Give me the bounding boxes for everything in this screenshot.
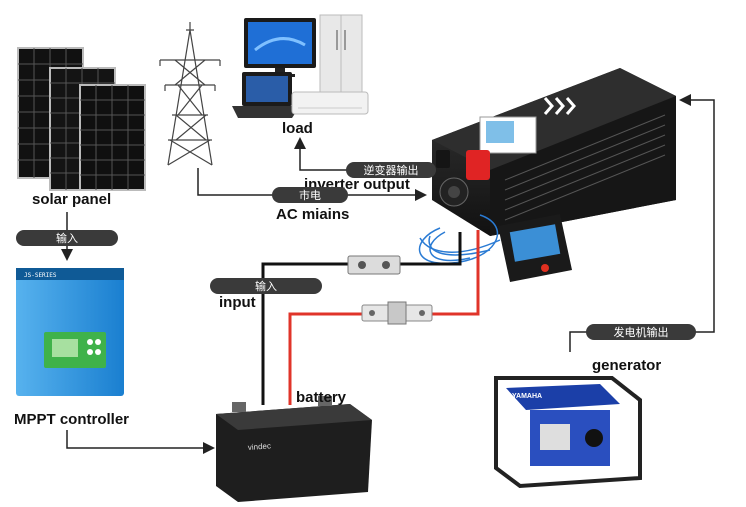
solar-panel-label: solar panel bbox=[32, 191, 111, 208]
fuse-icon bbox=[361, 301, 433, 325]
generator-to-inverter-arrow bbox=[569, 94, 715, 352]
controller-model-text: JS-SERIES bbox=[24, 272, 57, 279]
controller-to-battery-arrow bbox=[66, 430, 215, 454]
svg-text:市电: 市电 bbox=[299, 188, 321, 202]
generator-label: generator bbox=[592, 357, 661, 374]
svg-text:输入: 输入 bbox=[56, 231, 78, 245]
solar-input-pill: 输入 bbox=[16, 230, 118, 246]
load-devices-icon bbox=[232, 14, 369, 118]
mppt-controller-icon: JS-SERIES bbox=[16, 268, 124, 396]
load-label: load bbox=[282, 120, 313, 137]
svg-text:逆变器输出: 逆变器输出 bbox=[364, 163, 419, 177]
battery-label: battery bbox=[296, 389, 347, 406]
generator-icon: YAMAHA bbox=[494, 376, 642, 489]
shunt-icon bbox=[347, 255, 401, 275]
inverter-icon bbox=[432, 68, 676, 236]
remote-display-icon bbox=[498, 214, 572, 282]
generator-output-pill: 发电机输出 bbox=[586, 324, 696, 340]
battery-brand-text: vindec bbox=[248, 441, 272, 452]
mains-to-inverter-arrow bbox=[197, 168, 427, 201]
battery-icon: vindec bbox=[216, 396, 372, 502]
svg-text:发电机输出: 发电机输出 bbox=[614, 325, 669, 339]
generator-brand-text: YAMAHA bbox=[512, 393, 542, 400]
mppt-controller-label: MPPT controller bbox=[14, 411, 129, 428]
positive-wire bbox=[288, 312, 362, 405]
solar-panel-icon bbox=[17, 47, 146, 191]
positive-wire-inv bbox=[430, 230, 480, 316]
battery-input-pill: 输入 bbox=[210, 278, 322, 294]
negative-wire-inv bbox=[398, 232, 462, 266]
negative-wire bbox=[261, 262, 348, 405]
svg-text:输入: 输入 bbox=[255, 279, 277, 293]
power-tower-icon bbox=[159, 22, 221, 166]
inverter-output-pill: 逆变器输出 bbox=[346, 162, 436, 178]
ac-mains-label: AC miains bbox=[276, 206, 349, 223]
mains-pill: 市电 bbox=[272, 187, 348, 203]
input-label: input bbox=[219, 294, 256, 311]
